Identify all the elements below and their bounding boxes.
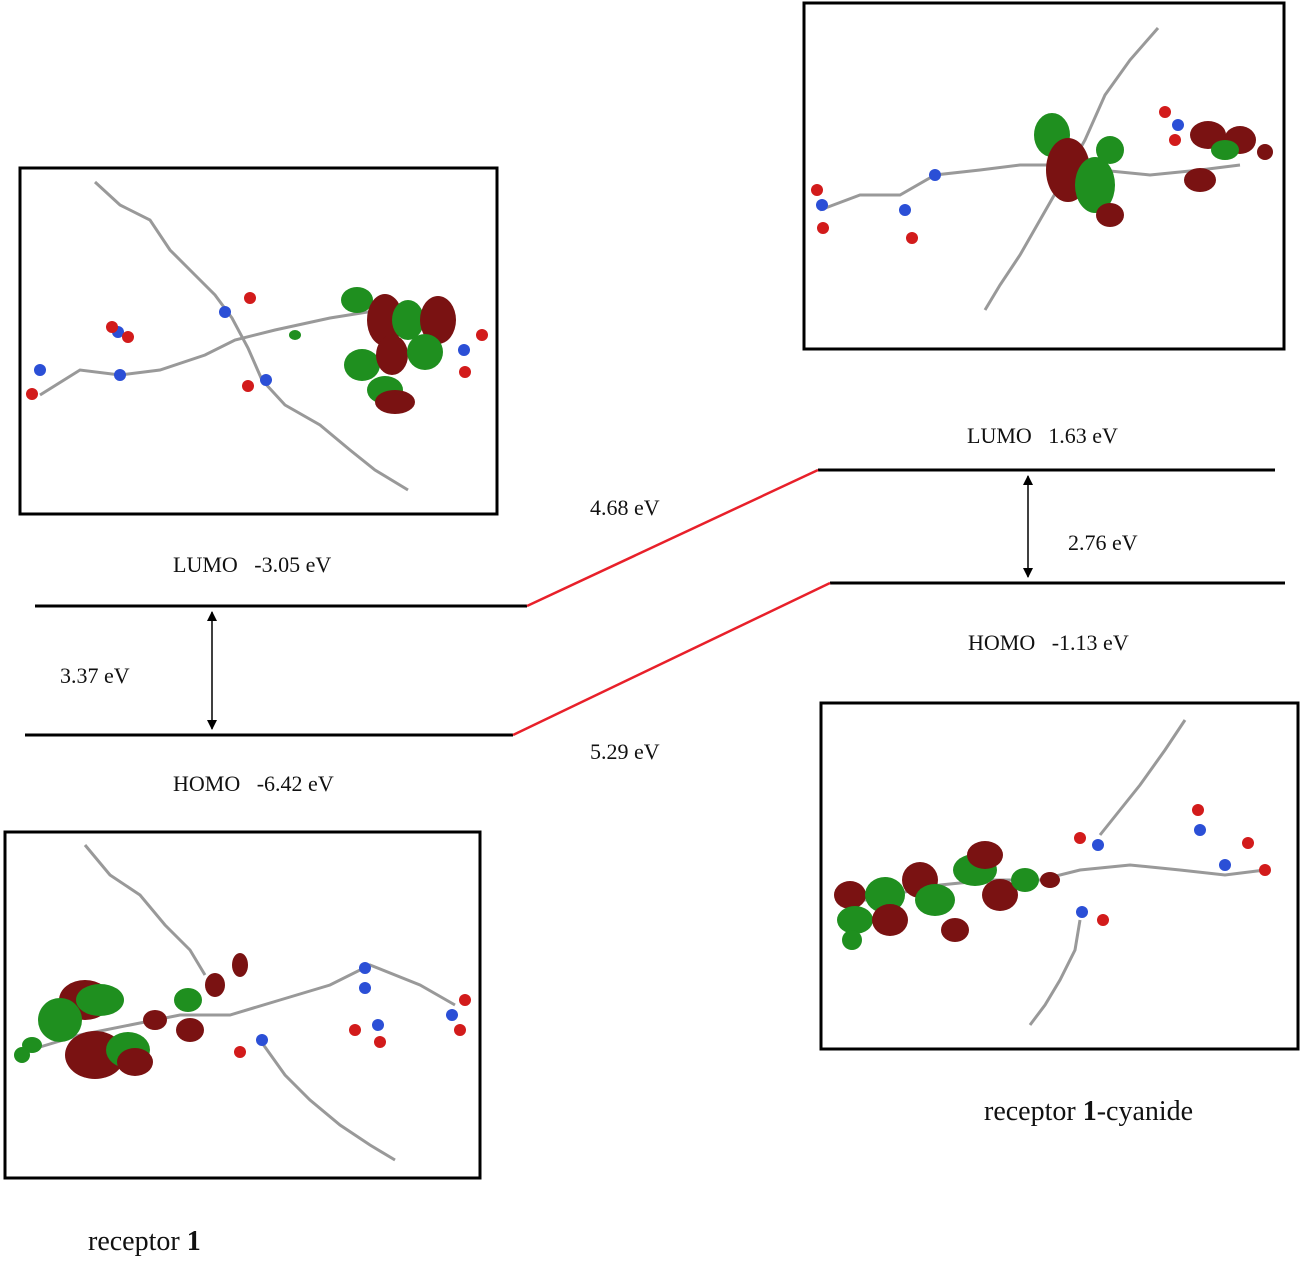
homo-orbital-receptor1-panel (3, 830, 482, 1180)
caption-bold: 1 (186, 1226, 201, 1257)
caption-prefix: receptor (88, 1226, 187, 1257)
homo-connector (512, 581, 831, 737)
lumo-name: LUMO (967, 423, 1032, 448)
gap-label-cyanide: 2.76 eV (1068, 530, 1138, 555)
homo-name: HOMO (968, 630, 1036, 655)
homo-label-cyanide: HOMO -1.13 eV (968, 632, 1129, 654)
caption-receptor1: receptor 1 (88, 1228, 201, 1256)
lumo-orbital-cyanide-panel (802, 1, 1286, 351)
lumo-shift-label: 4.68 eV (590, 495, 660, 520)
lumo-label-cyanide: LUMO 1.63 eV (967, 425, 1118, 447)
homo-name: HOMO (173, 771, 241, 796)
homo-shift-label: 5.29 eV (590, 739, 660, 764)
caption-suffix: -cyanide (1096, 1096, 1194, 1127)
lumo-value: 1.63 eV (1048, 423, 1118, 448)
gap-label-receptor1: 3.37 eV (60, 663, 130, 688)
homo-label-receptor1: HOMO -6.42 eV (173, 773, 334, 795)
molecule-structure-image (14, 844, 471, 1162)
lumo-orbital-receptor1-panel (18, 166, 499, 516)
caption-receptor1-cyanide: receptor 1-cyanide (984, 1098, 1193, 1126)
caption-prefix: receptor (984, 1096, 1083, 1127)
molecule-structure-image (26, 180, 488, 492)
molecule-structure-image (834, 719, 1271, 1026)
homo-value: -1.13 eV (1051, 630, 1129, 655)
lumo-label-receptor1: LUMO -3.05 eV (173, 554, 331, 576)
lumo-name: LUMO (173, 552, 238, 577)
lumo-value: -3.05 eV (254, 552, 332, 577)
homo-value: -6.42 eV (256, 771, 334, 796)
homo-orbital-cyanide-panel (819, 701, 1300, 1051)
lumo-connector (526, 468, 819, 608)
molecule-structure-image (811, 27, 1273, 311)
caption-bold: 1 (1082, 1096, 1097, 1127)
